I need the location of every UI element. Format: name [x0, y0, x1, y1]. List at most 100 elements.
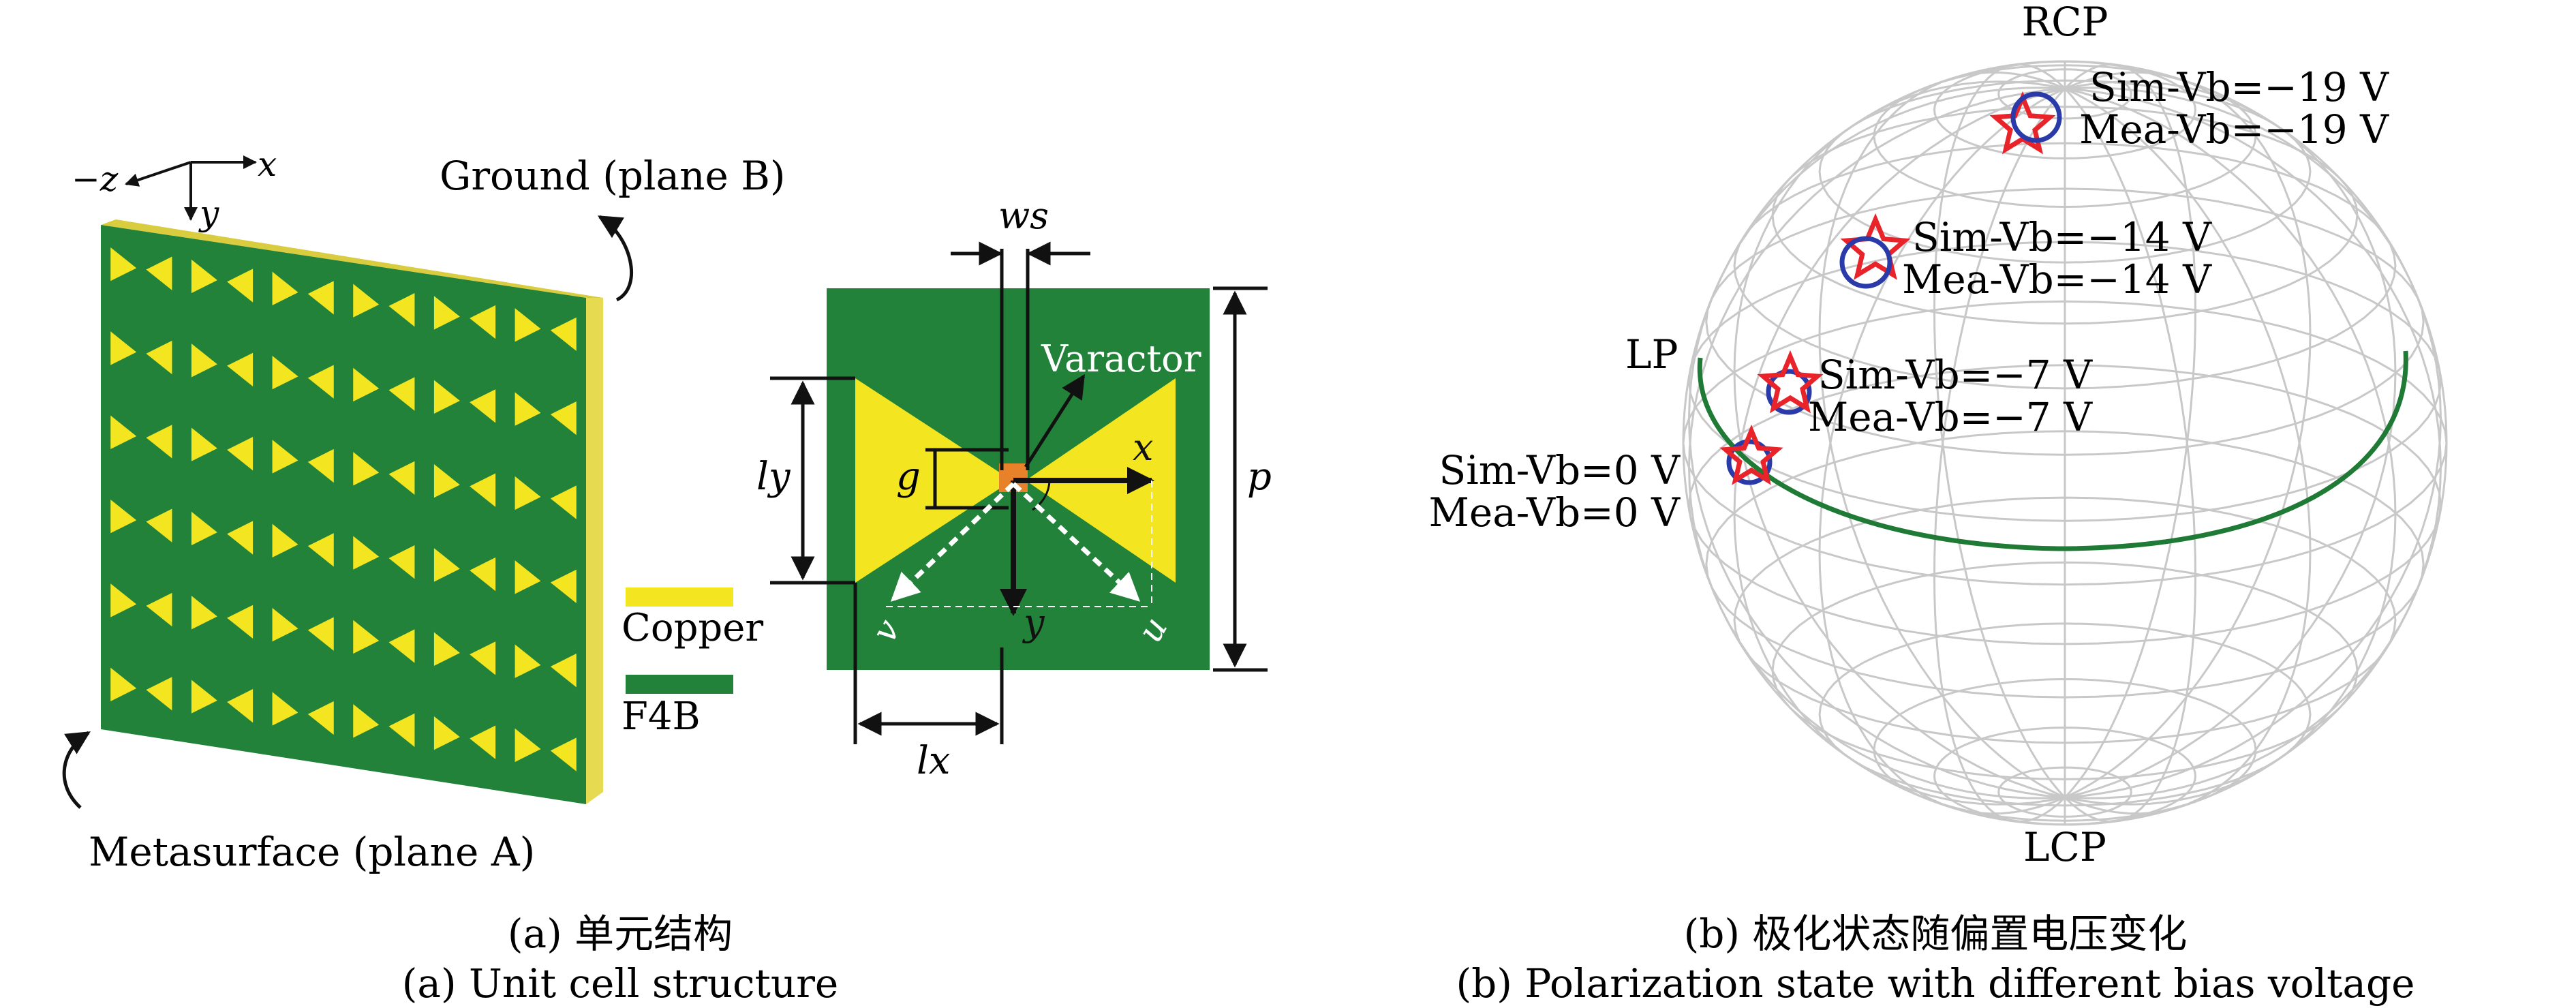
lcp-label: LCP [2023, 824, 2106, 870]
axis-label-neg-z: −z [72, 159, 119, 199]
lp-label: LP [1625, 331, 1678, 378]
bowtie-triangle [307, 533, 334, 567]
p-dimension [1213, 286, 1268, 672]
bowtie-triangle [515, 392, 541, 426]
bowtie-triangle [515, 644, 541, 678]
bowtie-triangle [272, 607, 298, 642]
bowtie-triangle [146, 256, 172, 290]
bowtie-triangle [146, 425, 172, 459]
bowtie-triangle [191, 343, 217, 378]
bowtie-triangle [191, 259, 217, 294]
rcp-label: RCP [2021, 0, 2108, 45]
longitude-line [2064, 71, 2312, 799]
longitude-line [1818, 71, 2066, 799]
bowtie-triangle [227, 437, 254, 471]
bowtie-triangle [227, 605, 254, 639]
marker-vb-7 [1757, 350, 1824, 415]
bowtie-triangle [227, 352, 254, 387]
poincare-sphere-grid [1682, 60, 2448, 826]
unit-cell: ws p ly g [756, 194, 1272, 783]
lx-label: lx [917, 739, 951, 783]
bowtie-triangle [307, 365, 334, 399]
bowtie-triangle [388, 377, 415, 411]
bowtie-triangle [550, 569, 577, 604]
bowtie-triangle [353, 620, 380, 654]
g-label: g [896, 455, 921, 499]
bowtie-triangle [146, 340, 172, 375]
bowtie-triangle [146, 677, 172, 711]
bowtie-triangle [470, 557, 496, 592]
bowtie-triangle [307, 617, 334, 651]
bowtie-triangle [550, 317, 577, 352]
bowtie-triangle [110, 247, 137, 281]
varactor-pointer [1024, 374, 1086, 468]
longitude-line [1933, 63, 2066, 799]
mea-label-0: Mea-Vb=0 V [1428, 489, 1681, 536]
bowtie-triangle [146, 592, 172, 627]
marker-vb-19 [1989, 91, 2062, 155]
bowtie-triangle [388, 713, 415, 748]
legend-label-copper: Copper [622, 606, 763, 650]
bowtie-triangle [550, 737, 577, 772]
longitude-line [2064, 63, 2197, 799]
legend-label-f4b: F4B [622, 694, 701, 739]
metasurface-slab [101, 219, 603, 804]
ground-pointer-arrow [598, 215, 633, 302]
bowtie-triangle [227, 269, 254, 303]
cell-x-label: x [1133, 426, 1153, 469]
bowtie-triangle [146, 508, 172, 543]
bowtie-triangle [515, 476, 541, 510]
bowtie-triangle [388, 545, 415, 579]
metasurface-pointer-arrow [62, 731, 91, 809]
sim-label-0: Sim-Vb=0 V [1439, 447, 1681, 493]
bowtie-triangle [550, 485, 577, 519]
bowtie-triangle [272, 355, 298, 390]
bowtie-triangle [307, 448, 334, 483]
mea-label-14: Mea-Vb=−14 V [1902, 256, 2212, 303]
equator-lp-curve [1697, 350, 2408, 551]
ly-dimension [770, 376, 855, 585]
angle-arc [1032, 480, 1051, 511]
caption-b-en: (b) Polarization state with different bi… [1456, 960, 2415, 1007]
sim-label-7: Sim-Vb=−7 V [1818, 352, 2093, 398]
longitude-line [1687, 87, 2066, 799]
mea-circle-marker [2010, 91, 2062, 143]
bowtie-triangle [515, 308, 541, 342]
longitude-line [2064, 87, 2197, 823]
bowtie-triangle [307, 281, 334, 315]
bowtie-triangle [470, 725, 496, 759]
bowtie-array [110, 247, 577, 772]
bowtie-triangle [191, 511, 217, 546]
caption-b-cn: (b) 极化状态随偏置电压变化 [1684, 911, 2188, 957]
bowtie-triangle [191, 427, 217, 461]
longitude-line [1733, 87, 2066, 806]
bowtie-triangle [433, 463, 460, 498]
bowtie-triangle [388, 629, 415, 663]
bowtie-triangle [550, 654, 577, 688]
lx-dimension [853, 583, 1004, 744]
ly-label: ly [756, 455, 791, 499]
bowtie-triangle [470, 389, 496, 423]
p-label: p [1247, 455, 1272, 499]
bowtie-triangle [272, 692, 298, 726]
sim-star-marker [1719, 424, 1783, 485]
bowtie-triangle [307, 701, 334, 735]
g-dimension [925, 448, 1009, 510]
bowtie-triangle [110, 415, 137, 449]
longitude-line [1933, 87, 2066, 823]
coordinate-axes [125, 155, 257, 221]
axis-label-y: y [198, 194, 219, 233]
bowtie-triangle [388, 293, 415, 327]
marker-vb-0 [1719, 424, 1783, 485]
bowtie-triangle [470, 305, 496, 339]
longitude-line [2064, 87, 2397, 806]
mea-label-19: Mea-Vb=−19 V [2079, 106, 2389, 153]
bowtie-triangle [272, 440, 298, 474]
sim-label-19: Sim-Vb=−19 V [2089, 64, 2389, 110]
longitude-line [2064, 87, 2442, 799]
metasurface-label: Metasurface (plane A) [89, 829, 535, 875]
bowtie-triangle [191, 679, 217, 714]
sim-star-marker [1989, 91, 2056, 155]
bowtie-triangle [515, 560, 541, 594]
